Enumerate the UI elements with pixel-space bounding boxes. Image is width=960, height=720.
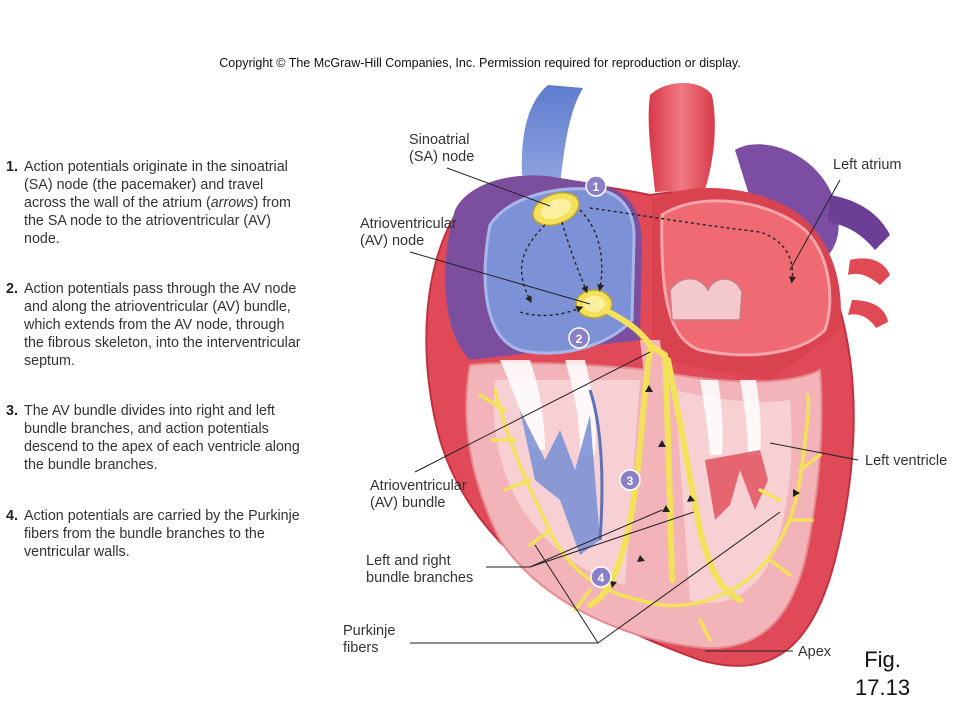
- step-2-text: Action potentials pass through the AV no…: [24, 281, 301, 369]
- figure-number-line1: Fig.: [864, 647, 901, 672]
- label-sa-node-line2: (SA) node: [409, 149, 475, 165]
- copyright-notice: Copyright © The McGraw-Hill Companies, I…: [219, 56, 741, 70]
- label-sa-node-line1: Sinoatrial: [409, 132, 470, 148]
- label-av-node-line2: (AV) node: [360, 233, 425, 249]
- label-bundle-branches-line1: Left and right: [366, 553, 451, 569]
- step-3: 3. The AV bundle divides into right and …: [6, 402, 306, 474]
- atrial-conduction-arrows: [519, 207, 796, 317]
- papillary-muscles-left: [705, 450, 768, 520]
- leader-purkinje-b: [597, 511, 781, 644]
- step-marker-2: 2: [568, 327, 590, 349]
- label-left-ventricle: Left ventricle: [865, 453, 948, 469]
- step-marker-1-label: 1: [593, 180, 600, 194]
- step-marker-1: 1: [585, 175, 607, 197]
- aortic-valve: [669, 278, 743, 321]
- figure-number: Fig. 17.13: [855, 646, 910, 702]
- step-4-text: Action potentials are carried by the Pur…: [24, 508, 300, 560]
- leader-lines: [409, 167, 859, 652]
- step-2: 2. Action potentials pass through the AV…: [6, 280, 306, 370]
- sa-node: [532, 191, 580, 227]
- step-4: 4. Action potentials are carried by the …: [6, 507, 306, 561]
- step-1: 1. Action potentials originate in the si…: [6, 158, 306, 248]
- aorta: [648, 82, 715, 192]
- step-marker-4-label: 4: [598, 571, 605, 585]
- label-av-bundle-line2: (AV) bundle: [370, 495, 446, 511]
- leader-left-ventricle: [769, 442, 859, 461]
- leader-purkinje-a: [534, 544, 599, 644]
- step-1-number: 1.: [6, 159, 18, 175]
- figure-number-line2: 17.13: [855, 675, 911, 700]
- pulmonary-veins: [848, 258, 890, 328]
- label-sa-node: Sinoatrial (SA) node: [409, 132, 474, 166]
- label-bundle-branches-line2: bundle branches: [366, 570, 474, 586]
- label-purkinje-line2: fibers: [343, 640, 379, 656]
- leader-bundle-branches-b: [529, 511, 695, 568]
- label-av-node-line1: Atrioventricular: [360, 216, 457, 232]
- step-3-text: The AV bundle divides into right and lef…: [24, 403, 300, 473]
- label-av-bundle: Atrioventricular (AV) bundle: [370, 478, 467, 512]
- step-1-emphasis: arrows: [210, 195, 254, 211]
- leader-sa-node: [446, 167, 551, 207]
- av-bundle-pathway: [587, 307, 743, 608]
- step-marker-2-label: 2: [576, 332, 583, 346]
- mitral-valve: [700, 380, 761, 455]
- step-4-number: 4.: [6, 508, 18, 524]
- leader-left-atrium: [789, 179, 841, 271]
- label-bundle-branches: Left and right bundle branches: [366, 553, 473, 587]
- label-av-bundle-line1: Atrioventricular: [370, 478, 467, 494]
- step-marker-3-label: 3: [627, 474, 634, 488]
- papillary-muscles-right: [520, 389, 604, 555]
- step-2-number: 2.: [6, 281, 18, 297]
- leader-av-node: [409, 251, 591, 305]
- step-marker-4: 4: [590, 566, 612, 588]
- bundle-arrows: [610, 385, 800, 588]
- label-av-node: Atrioventricular (AV) node: [360, 216, 457, 250]
- label-left-atrium: Left atrium: [833, 157, 902, 173]
- label-purkinje-fibers: Purkinje fibers: [343, 623, 395, 657]
- label-purkinje-line1: Purkinje: [343, 623, 396, 639]
- superior-vena-cava: [521, 85, 583, 185]
- step-3-number: 3.: [6, 403, 18, 419]
- leader-av-bundle: [414, 351, 651, 473]
- step-1-text: Action potentials originate in the sinoa…: [24, 159, 291, 247]
- step-marker-3: 3: [619, 469, 641, 491]
- label-apex: Apex: [798, 644, 832, 660]
